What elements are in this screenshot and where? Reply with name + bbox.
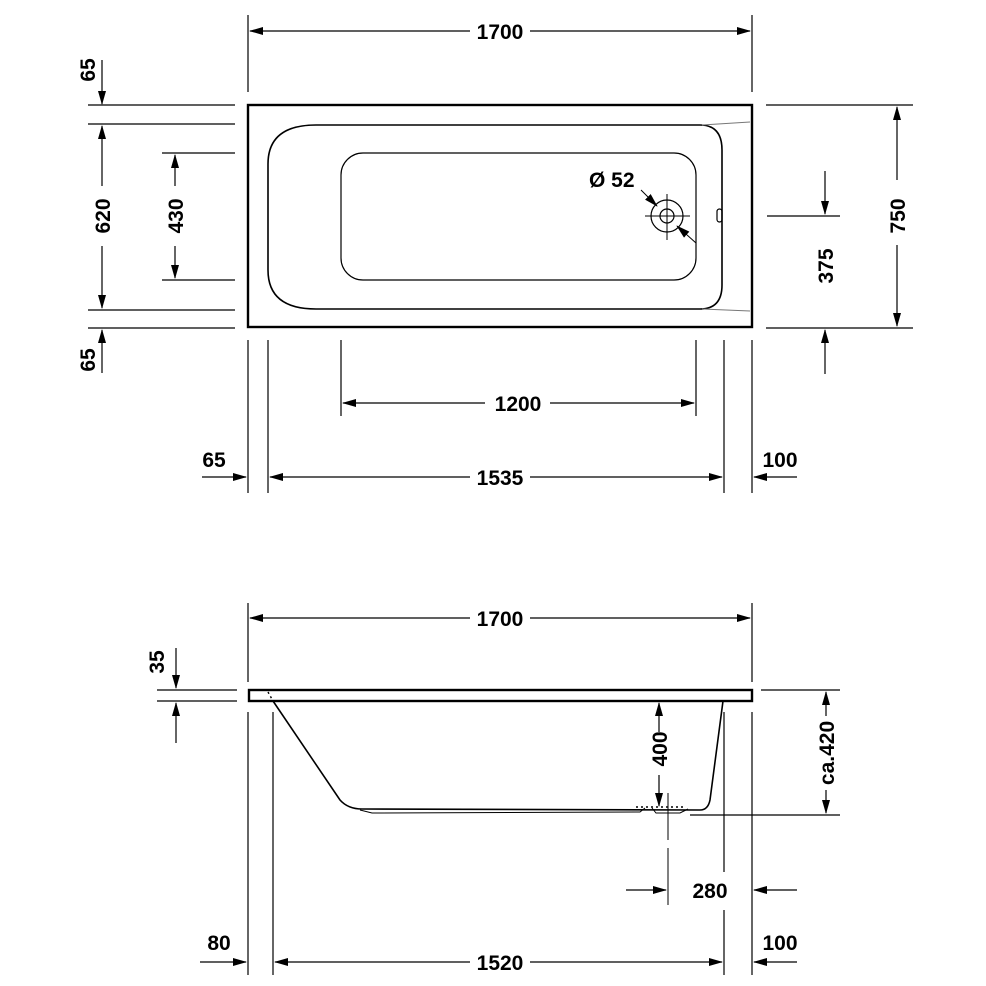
side-rim	[247, 688, 754, 703]
side-bottom-length-label: 1520	[477, 952, 524, 975]
plan-bottom-width-label: 430	[165, 198, 188, 233]
side-right-offset-label: 100	[762, 932, 797, 955]
plan-inner-basin	[267, 124, 723, 310]
side-drain-from-end-label: 280	[692, 880, 727, 903]
side-left-offset-label: 80	[207, 932, 230, 955]
side-inner-depth-label: 400	[649, 731, 672, 766]
plan-inner-length-label: 1535	[477, 467, 524, 490]
drain-icon	[645, 194, 690, 240]
plan-bottom-length-label: 1200	[495, 393, 542, 416]
side-rim-thickness-label: 35	[146, 650, 169, 674]
plan-rim-bottom-label: 65	[77, 348, 100, 372]
side-view: 1700 35 400 ca.420 280 80	[146, 603, 840, 975]
side-tub-body	[272, 700, 724, 811]
drain-diameter-label: Ø 52	[589, 169, 635, 192]
side-overall-height-label: ca.420	[816, 721, 839, 785]
plan-drain-offset-label: 375	[815, 248, 838, 283]
side-overall-length-label: 1700	[477, 608, 524, 631]
plan-view: Ø 52 1700 65 620 430 65	[77, 15, 913, 493]
plan-rim-top-label: 65	[77, 58, 100, 82]
plan-overall-length-label: 1700	[477, 21, 524, 44]
plan-rim-right-label: 100	[762, 449, 797, 472]
plan-bottom-area	[340, 152, 697, 281]
plan-outer-rim	[246, 103, 754, 329]
plan-inner-width-label: 620	[92, 198, 115, 233]
plan-overall-width-label: 750	[887, 198, 910, 233]
plan-rim-left-label: 65	[202, 449, 226, 472]
overflow-icon	[716, 208, 723, 223]
